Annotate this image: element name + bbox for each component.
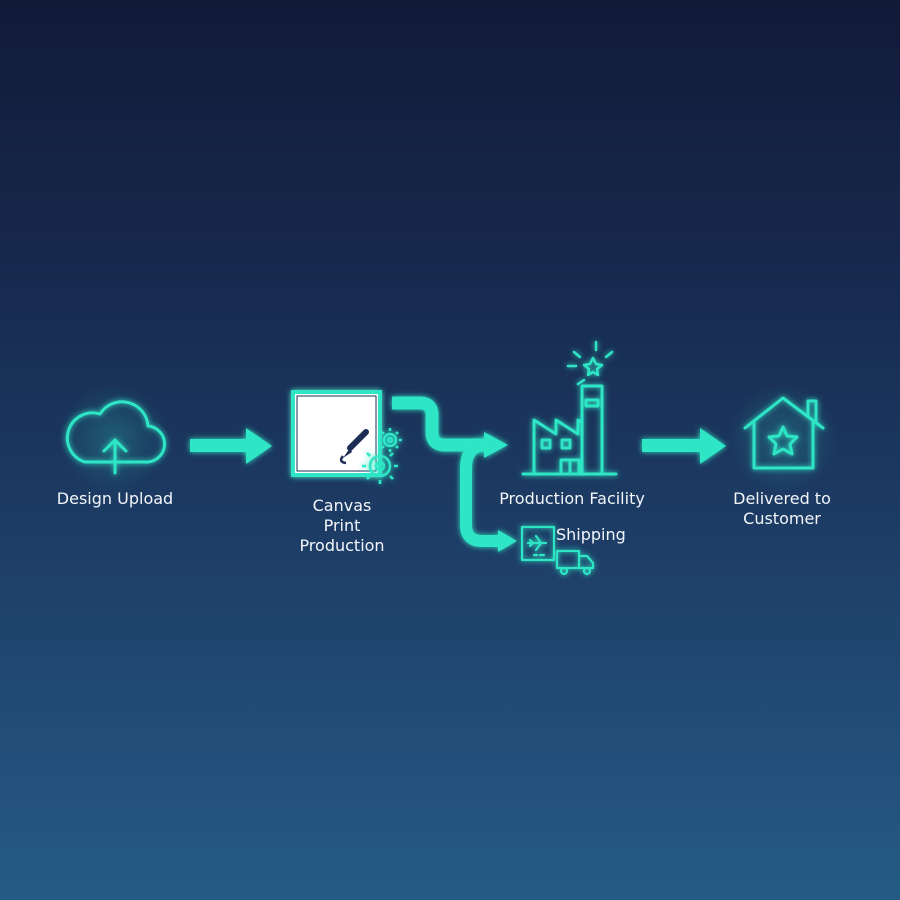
step-label-canvas-print-production: Canvas Print Production: [299, 496, 385, 555]
sparkle-star-icon: [566, 340, 614, 386]
arrow-canvas-to-facility: [392, 396, 508, 458]
step-label-production-facility: Production Facility: [499, 489, 645, 508]
step-label-delivered-to-customer: Delivered to Customer: [733, 489, 831, 528]
branch-label-shipping: Shipping: [556, 525, 626, 544]
shipping-truck-icon: [520, 525, 595, 576]
factory-icon: [521, 384, 618, 476]
step-label-design-upload: Design Upload: [56, 489, 174, 508]
cloud-upload-icon: [65, 400, 167, 475]
gear-icon: [362, 428, 402, 484]
arrow-upload-to-canvas: [190, 428, 272, 464]
home-star-icon: [743, 396, 825, 470]
canvas-print-icon: [291, 390, 382, 477]
upload-halo: [58, 383, 168, 493]
arrow-facility-to-delivered: [642, 428, 726, 464]
arrow-branch-to-shipping: [460, 439, 517, 552]
